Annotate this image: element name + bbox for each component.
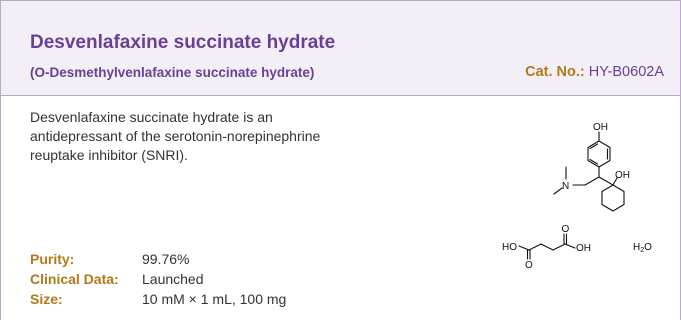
spec-value: Launched [142, 271, 204, 287]
label-n: N [562, 181, 569, 192]
product-header: Desvenlafaxine succinate hydrate (O-Desm… [1, 1, 680, 96]
catalog-number-value: HY-B0602A [588, 64, 664, 80]
spec-value: 10 mM × 1 mL, 100 mg [142, 291, 287, 307]
spec-row-purity: Purity: 99.76% [30, 249, 286, 269]
spec-label: Size: [30, 291, 63, 307]
spec-value: 99.76% [142, 251, 190, 267]
label-oh-ring: OH [615, 170, 630, 181]
product-title: Desvenlafaxine succinate hydrate [30, 32, 336, 53]
spec-row-clinical-data: Clinical Data: Launched [30, 269, 286, 289]
catalog-number: Cat. No.: HY-B0602A [525, 64, 664, 80]
spec-label: Clinical Data: [30, 271, 119, 287]
label-oh-acid: OH [576, 243, 591, 254]
spec-label: Purity: [30, 251, 75, 267]
product-synonym: (O-Desmethylvenlafaxine succinate hydrat… [30, 65, 315, 80]
label-o-bottom: O [525, 260, 533, 271]
catalog-number-label: Cat. No.: [525, 64, 585, 80]
spec-row-size: Size: 10 mM × 1 mL, 100 mg [30, 289, 286, 309]
product-description: Desvenlafaxine succinate hydrate is an a… [30, 109, 321, 163]
label-o-top: O [562, 224, 570, 235]
label-oh-top: OH [593, 122, 608, 133]
chemical-structure-diagram: OH OH N O HO O OH H2O [502, 122, 652, 271]
product-specs: Purity: 99.76% Clinical Data: Launched Siz… [30, 249, 286, 309]
label-water: H2O [633, 242, 652, 254]
label-ho: HO [502, 242, 517, 253]
